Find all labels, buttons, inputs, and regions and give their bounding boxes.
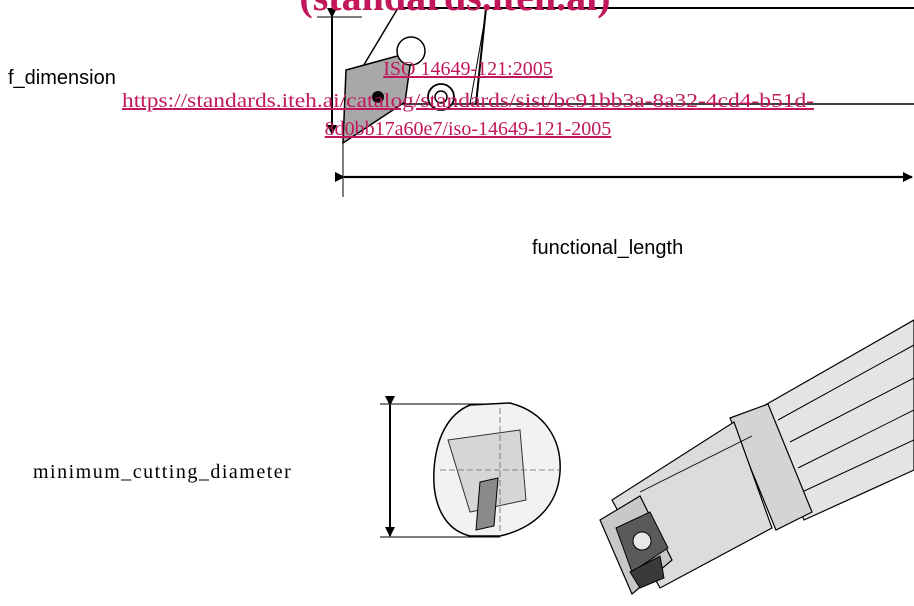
boring-bar-end-view <box>380 396 561 538</box>
watermark-standard: ISO 14649-121:2005 <box>383 58 552 80</box>
shank-flute-2 <box>789 377 914 443</box>
bar-flat-face <box>447 429 527 513</box>
insert-screw-hole <box>372 91 384 103</box>
watermark-banner: (standards.iteh.ai) <box>299 0 610 19</box>
insert-seat <box>475 477 499 531</box>
neck-edge <box>639 435 753 493</box>
functional-length-label: functional_length <box>532 237 683 259</box>
clamp-circle-lower-inner <box>434 90 448 104</box>
shank-front-edge <box>475 7 487 105</box>
shank-flute-1 <box>777 344 914 421</box>
boring-bar-3d-view <box>588 300 914 601</box>
shank-flute-4 <box>801 439 914 493</box>
head-bevel-edge <box>361 7 399 69</box>
bar-collar <box>729 403 813 531</box>
bar-insert-tip <box>629 555 665 589</box>
watermark-url-line2: 8d0bb17a60e7/iso-14649-121-2005 <box>325 118 612 140</box>
shank-flute-3 <box>797 409 914 469</box>
head-side-edge <box>469 23 485 105</box>
watermark-url-line1: https://standards.iteh.ai/catalog/standa… <box>122 90 814 112</box>
watermark: (standards.iteh.ai) ISO 14649-121:2005 h… <box>122 0 814 140</box>
minimum-cutting-diameter-label: minimum_cutting_diameter <box>33 461 292 483</box>
clamp-circle-upper <box>396 36 426 66</box>
turning-tool-top-view <box>317 7 914 197</box>
f-dimension-label: f_dimension <box>8 67 116 89</box>
bar-insert-screw <box>632 531 652 551</box>
